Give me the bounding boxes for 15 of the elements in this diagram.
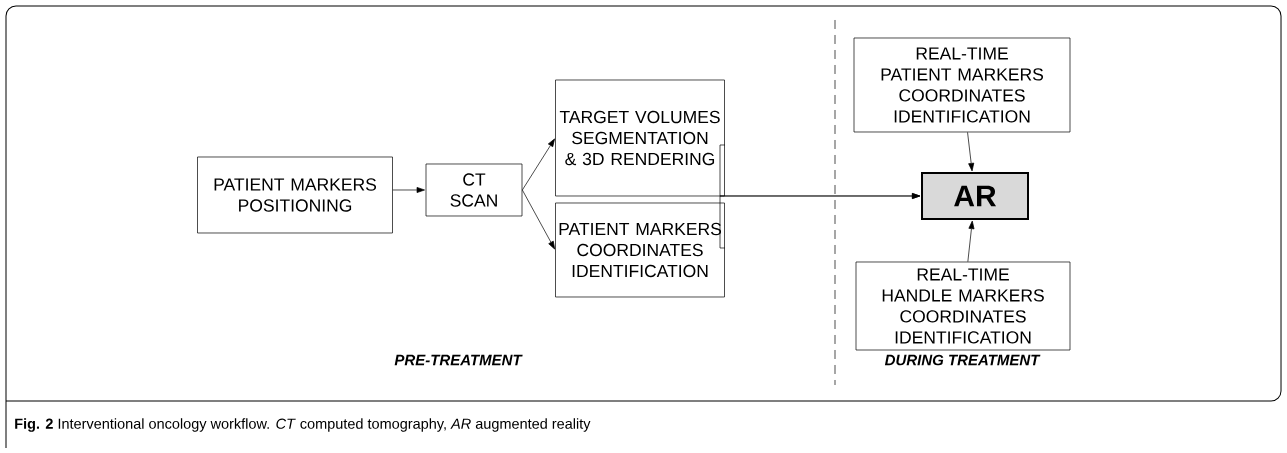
process-box: REAL-TIME HANDLE MARKERS COORDINATES IDENTIFICATION (855, 261, 1071, 351)
arrow (967, 132, 975, 172)
caption: Fig. 2 Interventional oncology workflow. CT computed tomography, AR augmented reality (15, 418, 591, 432)
result-box: AR (921, 172, 1029, 220)
process-box: TARGET VOLUMES SEGMENTATION & 3D RENDERING (555, 79, 725, 197)
process-box: PATIENT MARKERS POSITIONING (197, 156, 393, 234)
arrow (392, 187, 425, 193)
process-box: CT SCAN (425, 163, 523, 217)
process-box: REAL-TIME PATIENT MARKERS COORDINATES IDENTIFICATION (853, 37, 1071, 133)
arrow (719, 193, 921, 249)
arrow (967, 220, 975, 262)
arrow (522, 189, 555, 250)
phase-label: PRE-TREATMENT (394, 354, 523, 366)
process-box: PATIENT MARKERS COORDINATES IDENTIFICATION (555, 202, 725, 298)
arrow (522, 138, 555, 191)
